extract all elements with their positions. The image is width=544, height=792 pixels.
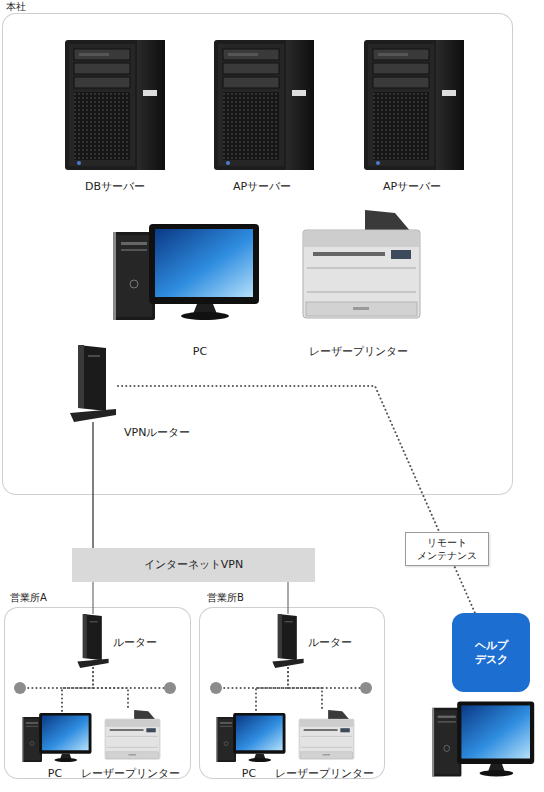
node-label: PC [193, 345, 207, 359]
server-illustration [364, 40, 464, 170]
node-label: ルーター [308, 636, 352, 650]
printer-illustration [105, 710, 160, 759]
printer-node: レーザープリンター [299, 710, 354, 760]
pc-illustration [216, 713, 285, 762]
node-label: APサーバー [233, 180, 291, 194]
printer-illustration [299, 710, 354, 759]
pc-node: PC [113, 222, 260, 320]
printer-illustration [303, 210, 420, 318]
dotted-connector [62, 668, 93, 712]
node-label: レーザープリンター [309, 345, 408, 359]
dotted-connector [118, 386, 475, 613]
node-label: ルーター [113, 636, 157, 650]
node-text: インターネットVPN [144, 558, 243, 572]
server-node: APサーバー [364, 40, 464, 170]
site-region: 本社DBサーバーAPサーバーAPサーバーPCレーザープリンターVPNルーター [2, 13, 513, 495]
node-label: DBサーバー [85, 180, 145, 194]
pc-illustration [22, 713, 91, 762]
node-label: 営業所A [10, 591, 47, 605]
router-node: VPNルーター [68, 345, 118, 422]
printer-node: レーザープリンター [105, 710, 160, 760]
site-region: 営業所BルーターPCレーザープリンター [199, 607, 385, 779]
dotted-connector [256, 668, 288, 712]
server-node: APサーバー [214, 40, 314, 170]
node-text: ヘルプ デスク [458, 639, 524, 667]
router-node: ルーター [76, 614, 110, 668]
server-illustration [65, 40, 165, 170]
network-line [93, 582, 94, 614]
server-node: DBサーバー [65, 40, 165, 170]
node-label: レーザープリンター [81, 767, 180, 781]
server-illustration [214, 40, 314, 170]
router-illustration [70, 345, 116, 422]
dotted-connector [93, 668, 128, 710]
dotted-connector [288, 668, 322, 710]
pc-node: PC [22, 712, 92, 762]
bus-terminator [164, 682, 176, 694]
network-line [92, 422, 94, 548]
bus-terminator [360, 682, 372, 694]
lan-bus [20, 687, 170, 689]
bus-terminator [210, 682, 222, 694]
router-illustration [77, 614, 108, 668]
node-label: APサーバー [383, 180, 441, 194]
edge-label: リモート メンテナンス [405, 532, 489, 566]
pc-illustration [113, 224, 259, 320]
network-line [288, 582, 289, 614]
printer-node: レーザープリンター [303, 210, 420, 320]
node-label: 本社 [6, 0, 26, 14]
node-label: 営業所B [207, 591, 244, 605]
node-label: PC [242, 767, 256, 781]
node-label: VPNルーター [124, 426, 190, 440]
router-illustration [272, 614, 303, 668]
node-label: レーザープリンター [275, 767, 374, 781]
node-label: PC [48, 767, 62, 781]
helpdesk-box: ヘルプ デスク [452, 613, 530, 692]
bus-terminator [14, 682, 26, 694]
pc-illustration [432, 702, 534, 777]
network-band: インターネットVPN [72, 548, 315, 582]
pc-node: PC [216, 712, 286, 762]
router-node: ルーター [271, 614, 305, 668]
site-region: 営業所AルーターPCレーザープリンター [4, 607, 191, 779]
lan-bus [216, 687, 366, 689]
